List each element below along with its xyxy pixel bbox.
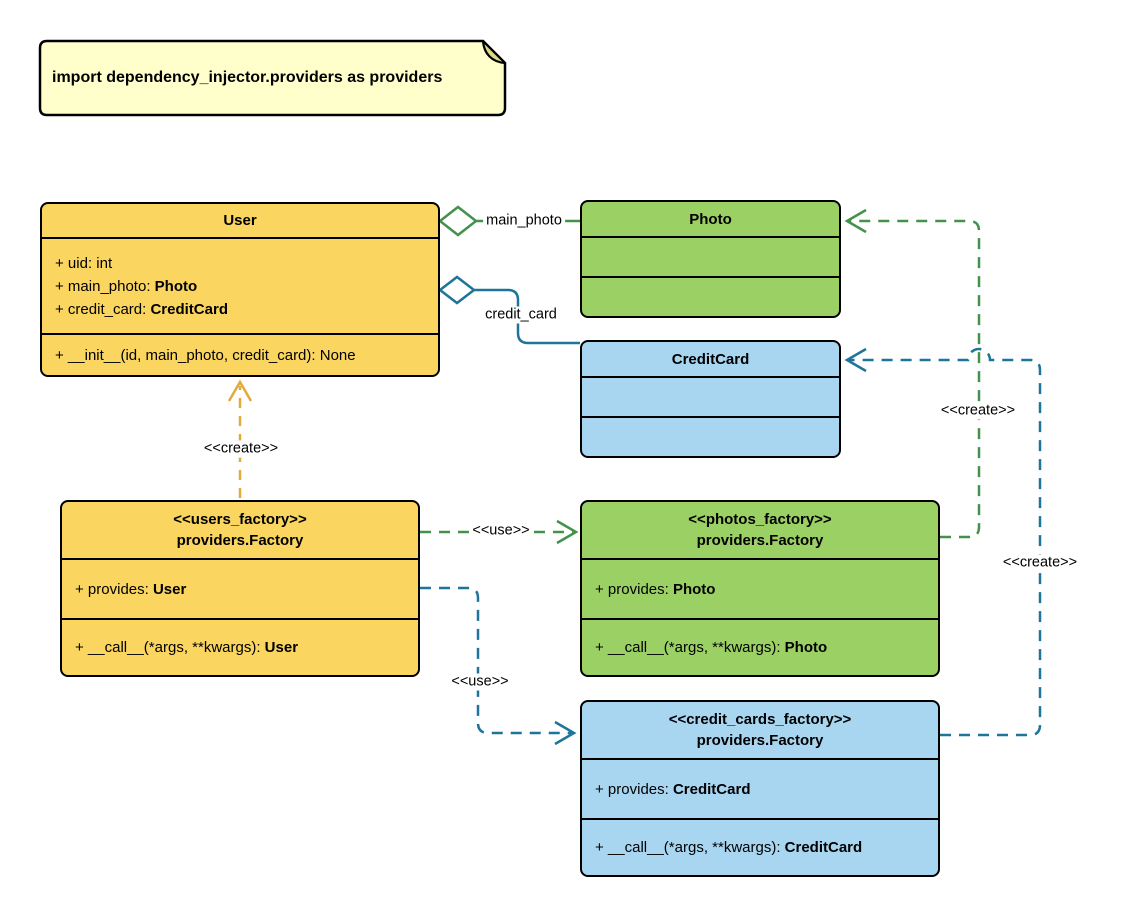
class-photo-methods-empty xyxy=(582,276,839,316)
stereotype-label: <<credit_cards_factory>> xyxy=(668,711,852,728)
attribute-line: + provides: User xyxy=(75,580,187,598)
open-arrowhead-icon-create-photo xyxy=(844,208,867,234)
class-photo-title: Photo xyxy=(689,210,732,228)
method-line: + __call__(*args, **kwargs): User xyxy=(75,639,299,656)
sticky-note-text: import dependency_injector.providers as … xyxy=(52,69,443,86)
class-photos-factory: <<photos_factory>> providers.Factory + p… xyxy=(580,500,940,677)
edge-label-create-photo: <<create>> xyxy=(937,402,1019,420)
method-line: + __init__(id, main_photo, credit_card):… xyxy=(55,346,356,364)
stereotype-label: <<photos_factory>> xyxy=(688,511,832,528)
class-users-factory-title: <<users_factory>> providers.Factory xyxy=(173,511,307,549)
class-users-factory-attributes: + provides: User xyxy=(62,558,418,618)
edge-create-photo xyxy=(844,208,981,539)
sticky-note-body xyxy=(38,39,507,117)
class-credit-cards-factory-title: <<credit_cards_factory>> providers.Facto… xyxy=(668,711,852,749)
class-credit-cards-factory: <<credit_cards_factory>> providers.Facto… xyxy=(580,700,940,877)
sticky-note-shape xyxy=(38,39,507,117)
stereotype-label: <<users_factory>> xyxy=(173,511,307,528)
class-users-factory-methods: + __call__(*args, **kwargs): User xyxy=(62,618,418,675)
class-credit-card-title: CreditCard xyxy=(671,350,750,368)
attribute-line: + main_photo: Photo xyxy=(55,277,198,295)
class-photo-attributes-empty xyxy=(582,236,839,276)
edge-label-use-photos: <<use>> xyxy=(469,522,533,540)
class-user-attributes: + uid: int + main_photo: Photo + credit_… xyxy=(42,237,438,333)
class-user-title: User xyxy=(223,212,257,229)
edge-use-credit-cards xyxy=(420,586,577,746)
method-line: + __call__(*args, **kwargs): Photo xyxy=(595,639,828,656)
edge-label-main-photo: main_photo xyxy=(483,212,565,230)
class-photos-factory-methods: + __call__(*args, **kwargs): Photo xyxy=(582,618,938,675)
attribute-line: + uid: int xyxy=(55,254,113,272)
class-user: User + uid: int + main_photo: Photo + cr… xyxy=(40,202,440,377)
edge-label-create-user: <<create>> xyxy=(200,440,282,458)
class-photos-factory-attributes: + provides: Photo xyxy=(582,558,938,618)
attribute-line: + provides: CreditCard xyxy=(595,780,751,798)
attribute-line: + credit_card: CreditCard xyxy=(55,300,228,318)
aggregation-diamond-icon-credit-card xyxy=(437,275,477,305)
edge-use-credit-cards-line xyxy=(420,586,571,735)
class-credit-card-methods-empty xyxy=(582,416,839,456)
class-user-methods: + __init__(id, main_photo, credit_card):… xyxy=(42,333,438,375)
class-users-factory: <<users_factory>> providers.Factory + pr… xyxy=(60,500,420,677)
open-arrowhead-icon-use-photos xyxy=(556,519,579,545)
edge-create-credit-card-line xyxy=(848,347,1042,737)
method-line: + __call__(*args, **kwargs): CreditCard xyxy=(595,839,863,856)
class-credit-card-attributes-empty xyxy=(582,376,839,416)
edge-label-create-credit-card: <<create>> xyxy=(999,554,1081,572)
edge-create-credit-card xyxy=(844,347,1042,737)
class-credit-cards-factory-attributes: + provides: CreditCard xyxy=(582,758,938,818)
open-arrowhead-icon-use-credit-cards xyxy=(554,720,577,746)
attribute-line: + provides: Photo xyxy=(595,580,716,598)
edge-create-photo-line xyxy=(848,219,981,539)
class-photos-factory-title: <<photos_factory>> providers.Factory xyxy=(688,511,832,549)
aggregation-diamond-icon-main-photo xyxy=(437,205,479,237)
open-arrowhead-icon-create-credit-card xyxy=(844,347,867,373)
class-credit-cards-factory-methods: + __call__(*args, **kwargs): CreditCard xyxy=(582,818,938,875)
class-credit-card: CreditCard xyxy=(580,340,841,458)
edge-label-credit-card: credit_card xyxy=(482,306,560,324)
class-photo: Photo xyxy=(580,200,841,318)
edge-label-use-credit-cards: <<use>> xyxy=(448,673,512,691)
open-arrowhead-icon-create-user xyxy=(227,379,253,402)
sticky-note-fold-icon xyxy=(481,39,507,65)
